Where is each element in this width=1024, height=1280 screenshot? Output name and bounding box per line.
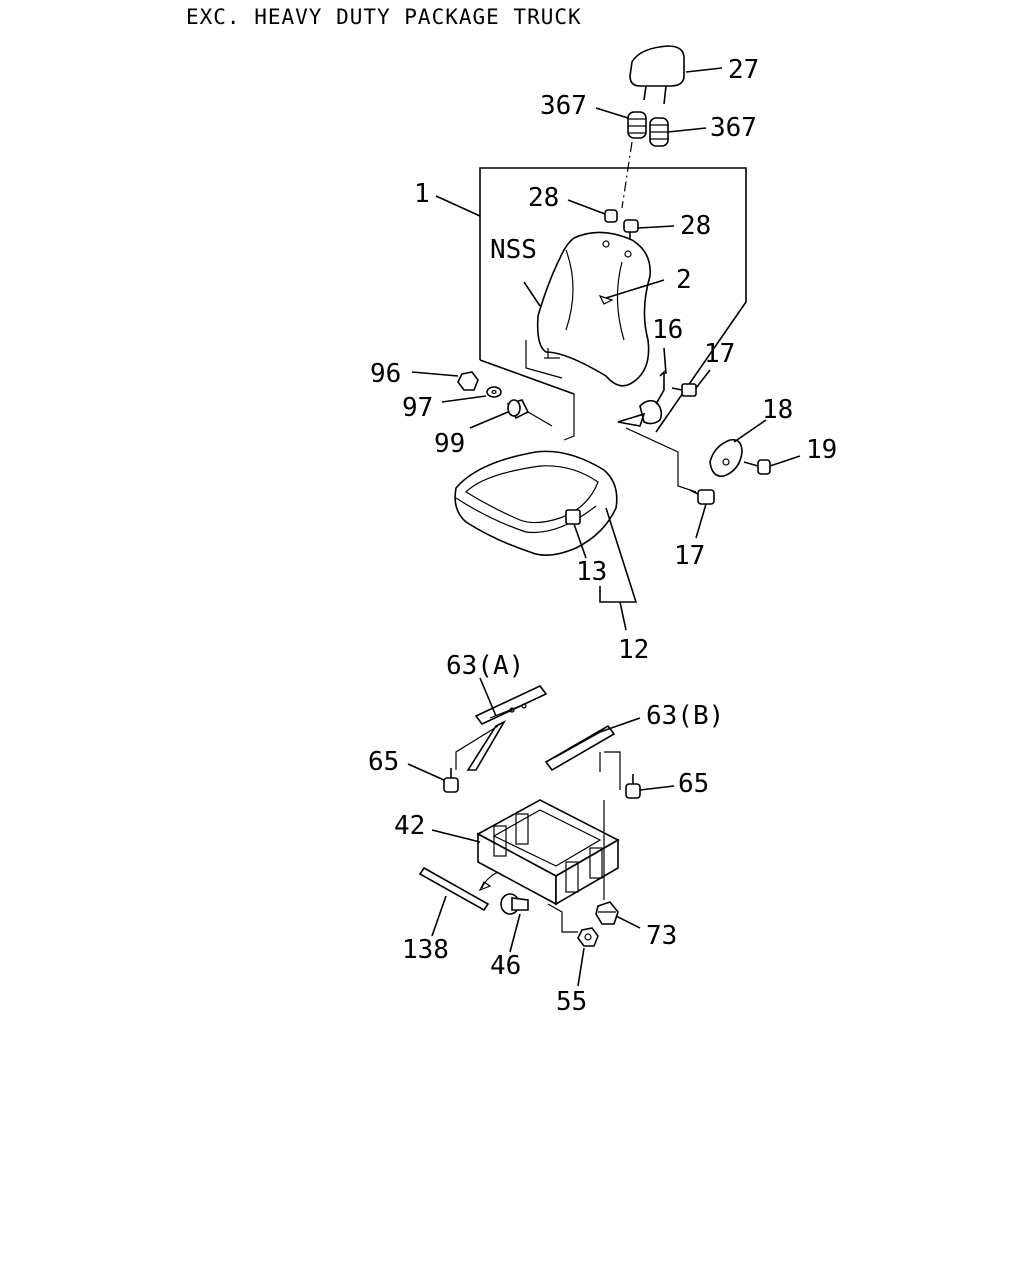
- label-96: 96: [370, 359, 401, 389]
- label-65-right: 65: [678, 769, 709, 799]
- label-16: 16: [652, 315, 683, 345]
- rail-bolts: [407, 763, 675, 799]
- label-63b: 63(B): [646, 701, 724, 731]
- label-28-right: 28: [680, 211, 711, 241]
- label-18: 18: [762, 395, 793, 425]
- label-17-lower: 17: [674, 541, 705, 571]
- recliner-lower-bolt: [689, 489, 715, 539]
- base-fasteners: [500, 893, 641, 987]
- seat-back: [523, 231, 665, 441]
- recliner-cover: [709, 419, 801, 478]
- label-28-left: 28: [528, 183, 559, 213]
- diagram-title: EXC. HEAVY DUTY PACKAGE TRUCK: [186, 5, 582, 29]
- label-63a: 63(A): [446, 651, 524, 681]
- seat-riser-base: [431, 799, 620, 906]
- label-nss: NSS: [490, 235, 537, 265]
- headrest-part: [629, 45, 723, 105]
- label-46: 46: [490, 951, 521, 981]
- recliner-mechanism: [617, 347, 711, 493]
- seat-rail-a: [455, 677, 548, 771]
- seat-cushion: [454, 450, 638, 631]
- label-1: 1: [414, 179, 430, 209]
- spring-guides: [595, 107, 707, 209]
- seat-assembly-bracket: [435, 167, 747, 433]
- label-367-right: 367: [710, 113, 757, 143]
- pivot-hardware: [411, 371, 553, 429]
- label-367-left: 367: [540, 91, 587, 121]
- label-55: 55: [556, 987, 587, 1017]
- label-73: 73: [646, 921, 677, 951]
- label-12: 12: [618, 635, 649, 665]
- label-65-left: 65: [368, 747, 399, 777]
- label-19: 19: [806, 435, 837, 465]
- label-17-upper: 17: [704, 339, 735, 369]
- label-27: 27: [728, 55, 759, 85]
- label-99: 99: [434, 429, 465, 459]
- label-97: 97: [402, 393, 433, 423]
- seat-rail-b: [544, 717, 641, 790]
- label-13: 13: [576, 557, 607, 587]
- release-rod: [418, 866, 490, 937]
- headrest-guide-bolts: [567, 199, 675, 242]
- label-138: 138: [402, 935, 449, 965]
- label-42: 42: [394, 811, 425, 841]
- label-2: 2: [676, 265, 692, 295]
